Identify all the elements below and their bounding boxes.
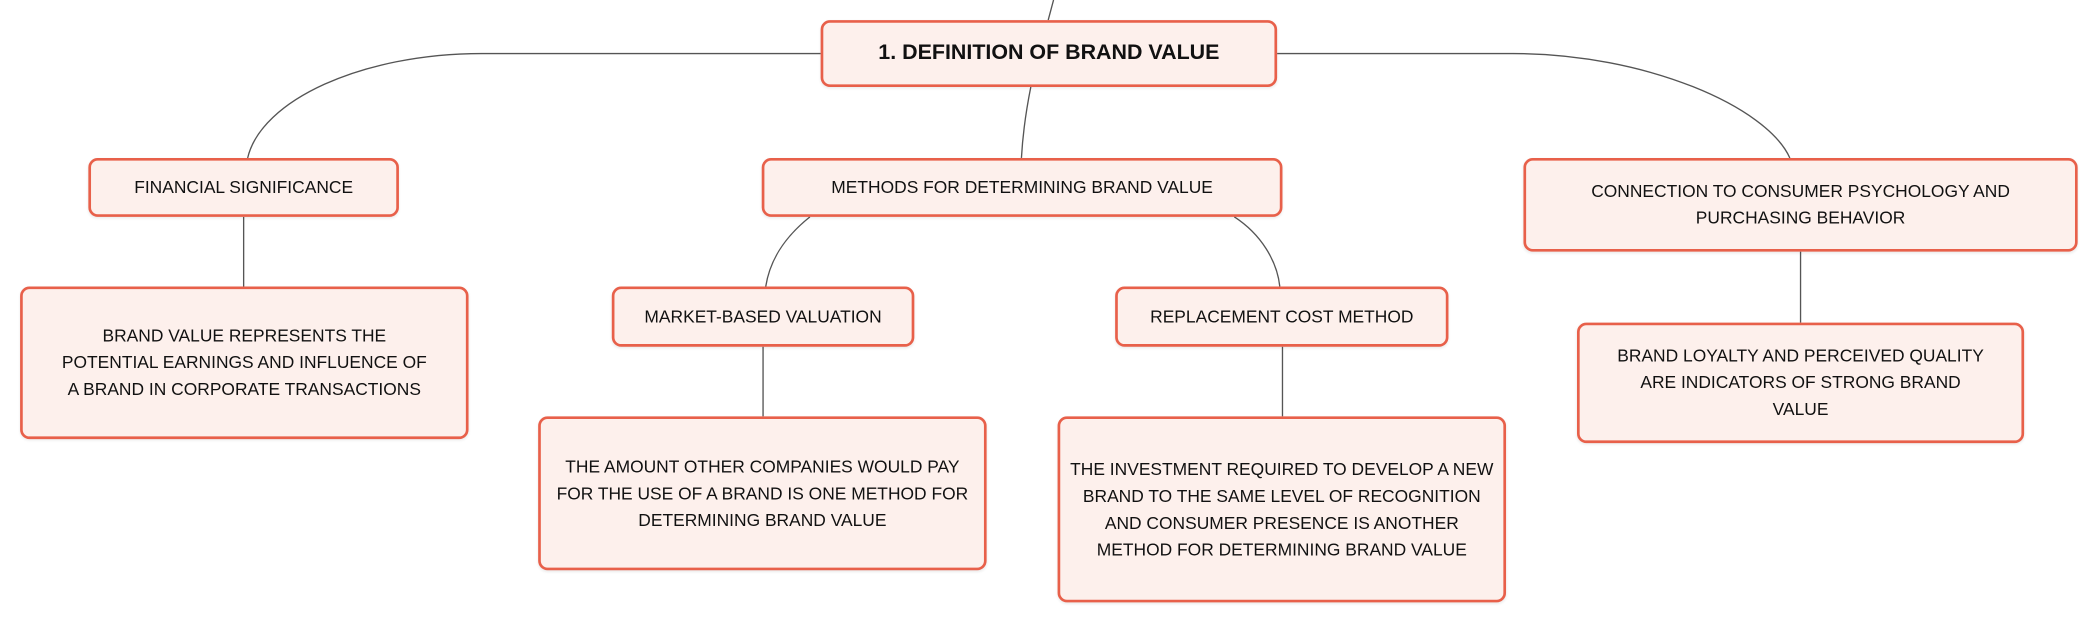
node-label: CONNECTION TO CONSUMER PSYCHOLOGY AND PU… bbox=[1591, 180, 2010, 228]
connector-methods-market bbox=[765, 216, 811, 287]
node-label: METHODS FOR DETERMINING BRAND VALUE bbox=[831, 176, 1213, 197]
connector-root-methods bbox=[1020, 86, 1032, 159]
node-consumer-psychology[interactable]: CONNECTION TO CONSUMER PSYCHOLOGY AND PU… bbox=[1523, 157, 2078, 252]
node-financial-significance[interactable]: FINANCIAL SIGNIFICANCE bbox=[88, 157, 399, 217]
connector-root-connection bbox=[1277, 52, 1791, 159]
node-replacement-cost-method[interactable]: REPLACEMENT COST METHOD bbox=[1115, 286, 1449, 347]
root-node[interactable]: 1. DEFINITION OF BRAND VALUE bbox=[820, 20, 1278, 88]
node-label: REPLACEMENT COST METHOD bbox=[1150, 305, 1414, 326]
node-label: FINANCIAL SIGNIFICANCE bbox=[134, 176, 354, 197]
node-label: BRAND VALUE REPRESENTS THE POTENTIAL EAR… bbox=[61, 325, 427, 399]
node-financial-detail[interactable]: BRAND VALUE REPRESENTS THE POTENTIAL EAR… bbox=[20, 286, 469, 440]
node-market-based-valuation[interactable]: MARKET-BASED VALUATION bbox=[611, 286, 915, 347]
node-label: THE AMOUNT OTHER COMPANIES WOULD PAY FOR… bbox=[556, 455, 969, 530]
connector-root-financial bbox=[247, 52, 821, 159]
connector-parent-to-root bbox=[1047, 0, 1055, 21]
node-label: THE INVESTMENT REQUIRED TO DEVELOP A NEW… bbox=[1070, 458, 1494, 559]
node-methods[interactable]: METHODS FOR DETERMINING BRAND VALUE bbox=[761, 157, 1283, 217]
connector-methods-replacement bbox=[1233, 216, 1281, 287]
node-label: MARKET-BASED VALUATION bbox=[644, 305, 882, 326]
root-node-label: 1. DEFINITION OF BRAND VALUE bbox=[878, 41, 1220, 65]
node-consumer-detail[interactable]: BRAND LOYALTY AND PERCEIVED QUALITY ARE … bbox=[1576, 322, 2025, 444]
node-replacement-detail[interactable]: THE INVESTMENT REQUIRED TO DEVELOP A NEW… bbox=[1057, 416, 1507, 603]
node-market-detail[interactable]: THE AMOUNT OTHER COMPANIES WOULD PAY FOR… bbox=[538, 416, 987, 571]
node-label: BRAND LOYALTY AND PERCEIVED QUALITY ARE … bbox=[1617, 345, 1984, 420]
